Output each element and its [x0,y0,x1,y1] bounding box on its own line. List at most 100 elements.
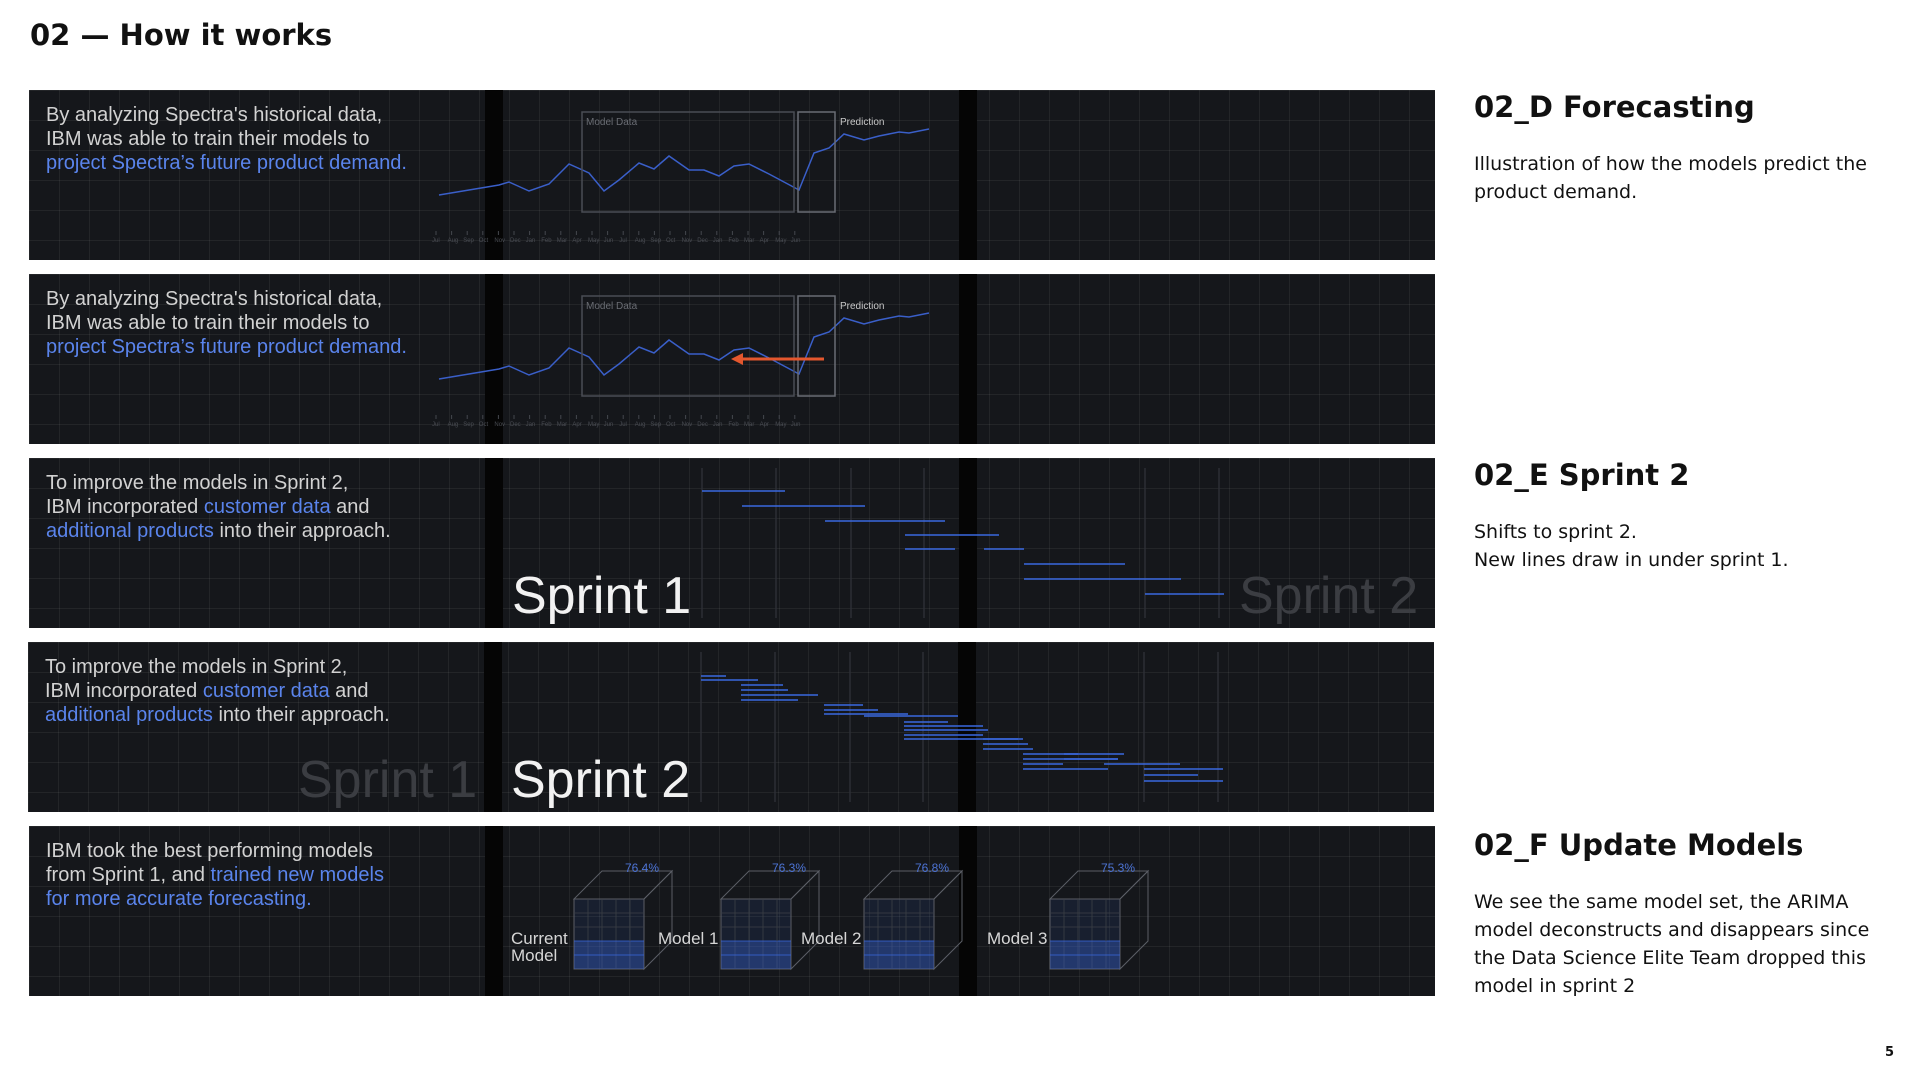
story-run: and [330,496,370,518]
storyboard-frame-sprint-1: To improve the models in Sprint 2,IBM in… [29,458,1435,628]
story-run: into their approach. [212,704,390,726]
month-label: Feb [728,238,739,244]
story-text: To improve the models in Sprint 2,IBM in… [45,655,475,727]
story-line: from Sprint 1, and trained new models [46,863,476,887]
story-line: IBM was able to train their models to [46,311,476,335]
month-label: May [775,238,786,244]
month-label: Oct [479,422,489,428]
storyboard-frame-forecast-2: Model Data Prediction Jul Aug Sep Oct Nov Dec… [29,274,1435,444]
story-run: IBM took the best performing models [46,840,373,862]
story-highlight: project Spectra’s future product demand. [46,336,407,358]
story-highlight: additional products [46,520,214,542]
page-title: 02 — How it works [30,18,333,52]
story-line: for more accurate forecasting. [46,887,476,911]
model-cube-icon [719,869,821,971]
model-cubes [572,869,1150,971]
month-label: Jun [604,422,614,428]
story-text: To improve the models in Sprint 2,IBM in… [46,471,476,543]
story-run: IBM incorporated [45,680,203,702]
story-highlight: customer data [203,496,331,518]
demand-line [438,128,930,196]
month-label: Nov [494,422,505,428]
model-cube-icon [1048,869,1150,971]
story-run: IBM was able to train their models to [46,128,370,150]
month-label: Dec [697,238,708,244]
month-label: Dec [510,422,521,428]
storyboard-frame-sprint-2: To improve the models in Sprint 2,IBM in… [28,642,1434,812]
story-text: By analyzing Spectra's historical data,I… [46,103,476,175]
story-highlight: additional products [45,704,213,726]
month-label: Nov [494,238,505,244]
story-run: By analyzing Spectra's historical data, [46,104,383,126]
model-accuracy: 76.4% [625,861,660,875]
prediction-label: Prediction [840,117,884,128]
note-line: We see the same model set, the ARIMA [1474,891,1849,913]
month-label: Mar [744,422,754,428]
frame-divider [484,642,502,812]
month-label: Jul [619,422,627,428]
month-label: Jul [432,422,440,428]
sprint-label: Sprint 2 [511,751,691,809]
month-label: Aug [635,238,646,244]
story-run: IBM was able to train their models to [46,312,370,334]
month-label: Mar [557,238,567,244]
month-label: Mar [557,422,567,428]
month-label: Jun [791,422,801,428]
model-data-label: Model Data [586,301,638,312]
model-cube-icon [572,869,674,971]
model-accuracy: 76.3% [772,861,807,875]
month-label: Aug [635,422,646,428]
model-cube-icon [862,869,964,971]
month-label: Jul [619,238,627,244]
model-data-box [581,111,795,213]
story-highlight: for more accurate forecasting. [46,888,312,910]
sprint-label-ghost: Sprint 2 [1239,567,1419,625]
story-run: from Sprint 1, and [46,864,211,886]
month-label: Jul [432,238,440,244]
note-line: model deconstructs and disappears since [1474,919,1870,941]
month-label: May [588,238,599,244]
month-label: Jun [604,238,614,244]
model-accuracy: 75.3% [1101,861,1136,875]
model-label: Model 1 [658,929,719,948]
note-line: Illustration of how the models predict t… [1474,153,1867,175]
month-label: Dec [510,238,521,244]
forecast-chart: Model Data Prediction Jul Aug Sep Oct Nov Dec… [432,295,930,428]
month-label: Mar [744,238,754,244]
story-run: into their approach. [213,520,391,542]
prediction-label: Prediction [840,301,884,312]
month-label: Sep [650,238,661,244]
story-line: IBM incorporated customer data and [46,495,476,519]
story-line: To improve the models in Sprint 2, [45,655,475,679]
note-body: Illustration of how the models predict t… [1474,150,1894,206]
page-number: 5 [1884,1045,1894,1060]
story-line: additional products into their approach. [46,519,476,543]
month-label: Dec [697,422,708,428]
month-label: Sep [463,238,474,244]
month-label: Nov [682,238,693,244]
month-label: Aug [448,238,459,244]
model-accuracy: 76.8% [915,861,950,875]
story-run: By analyzing Spectra's historical data, [46,288,383,310]
story-line: project Spectra’s future product demand. [46,335,476,359]
note-body: Shifts to sprint 2. New lines draw in un… [1474,518,1894,574]
frame-divider [485,274,503,444]
sprint-label: Sprint 1 [512,567,692,625]
month-label: Apr [572,238,581,244]
frame-divider [958,642,976,812]
model-data-box [581,295,795,397]
frame-divider [959,826,977,996]
story-line: additional products into their approach. [45,703,475,727]
story-run: and [329,680,369,702]
note-update-models: 02_F Update Models We see the same model… [1474,828,1894,1000]
note-title: 02_D Forecasting [1474,90,1755,124]
month-label: May [775,422,786,428]
month-label: Oct [666,422,676,428]
month-label: Sep [650,422,661,428]
month-label: Apr [760,238,769,244]
prediction-box [797,111,836,213]
story-text: By analyzing Spectra's historical data,I… [46,287,476,359]
